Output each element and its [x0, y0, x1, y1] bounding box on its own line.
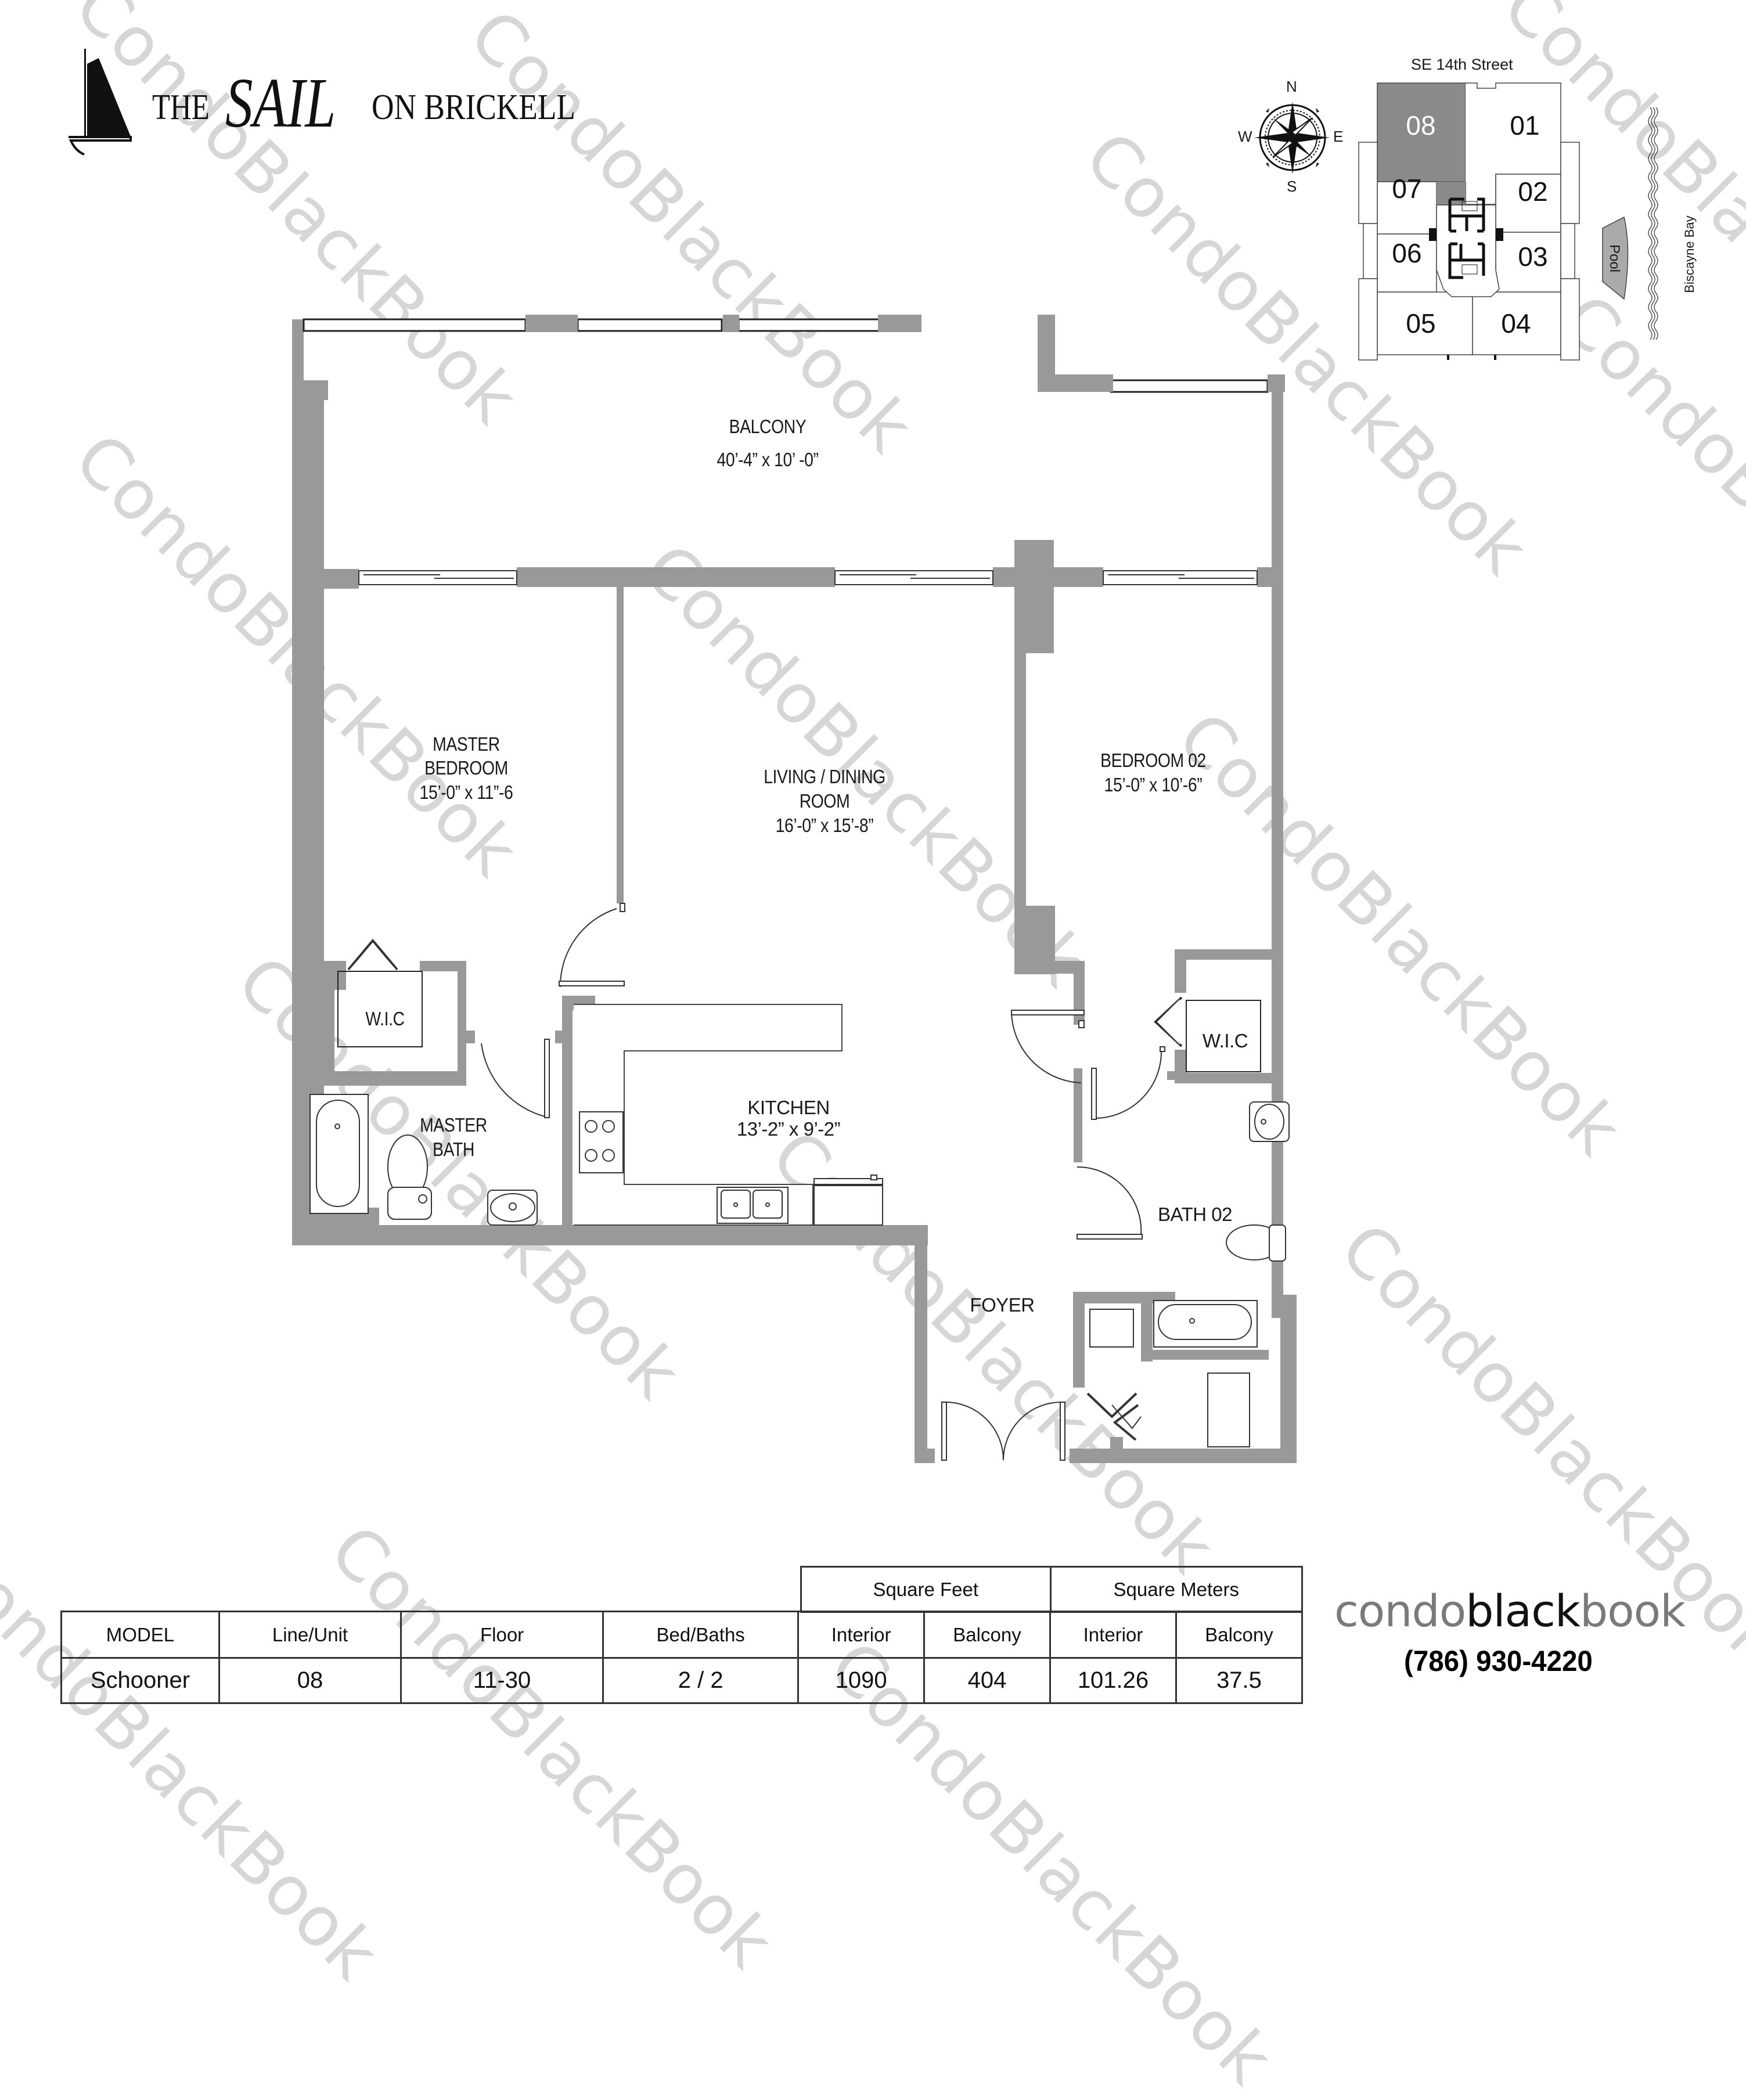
room-master-bath-name-2: BATH — [433, 1139, 474, 1160]
brand-part-3: book — [1579, 1585, 1686, 1637]
cell-floor: 11-30 — [400, 1657, 604, 1704]
unit-03-label[interactable]: 03 — [1518, 242, 1548, 272]
room-master-bath-name-1: MASTER — [420, 1114, 487, 1136]
wall — [1110, 1437, 1123, 1450]
table-row: Schooner 08 11-30 2 / 2 1090 404 101.26 … — [60, 1657, 1303, 1704]
sliding-doors — [358, 570, 1258, 585]
wall — [517, 567, 835, 587]
unit-05-label[interactable]: 05 — [1406, 308, 1436, 338]
room-living-name-1: LIVING / DINING — [764, 766, 885, 787]
room-master-bedroom-name-1: MASTER — [433, 733, 500, 755]
wall — [1167, 1071, 1178, 1080]
street-label: SE 14th Street — [1411, 56, 1513, 73]
wall — [525, 315, 578, 332]
wall — [1074, 961, 1085, 1025]
brand-part-2: black — [1466, 1585, 1581, 1637]
compass-w: W — [1238, 128, 1252, 145]
group-header-sqft: Square Feet — [800, 1566, 1052, 1613]
room-master-bedroom-dims: 15’-0” x 11”-6 — [419, 781, 513, 803]
wall — [1175, 949, 1186, 993]
room-balcony-name: BALCONY — [729, 416, 807, 437]
wall — [1280, 1295, 1297, 1463]
compass-e: E — [1333, 128, 1344, 145]
room-bedroom02-dims: 15’-0” x 10’-6” — [1104, 774, 1203, 795]
room-kitchen-name: KITCHEN — [747, 1097, 830, 1118]
room-living-name-2: ROOM — [799, 790, 850, 812]
wall — [324, 981, 334, 1080]
unit-04-label[interactable]: 04 — [1501, 308, 1531, 338]
cell-line-unit: 08 — [218, 1657, 402, 1704]
wall — [617, 587, 624, 903]
wall — [555, 1031, 564, 1043]
room-kitchen-dims: 13’-2” x 9’-2” — [736, 1118, 841, 1140]
wall — [915, 1449, 935, 1463]
logo-suffix: ON BRICKELL — [372, 88, 576, 127]
header-line-unit: Line/Unit — [218, 1611, 402, 1659]
wall — [1073, 1292, 1085, 1388]
cell-bed-baths: 2 / 2 — [602, 1657, 800, 1704]
header-bed-baths: Bed/Baths — [602, 1611, 800, 1659]
header-sqft-interior: Interior — [797, 1611, 926, 1659]
cell-sqm-interior: 101.26 — [1049, 1657, 1178, 1704]
wall — [1175, 1073, 1282, 1083]
header-model: MODEL — [60, 1611, 220, 1659]
wall — [1175, 949, 1282, 960]
spec-table-group-header: Square Feet Square Meters — [800, 1566, 1303, 1613]
wall — [878, 315, 921, 332]
wall — [1257, 567, 1283, 587]
wall — [304, 569, 359, 589]
logo-prefix: THE — [152, 88, 210, 127]
header-sqft-balcony: Balcony — [923, 1611, 1051, 1659]
header-sqm-balcony: Balcony — [1175, 1611, 1303, 1659]
room-wic-02: W.I.C — [1202, 1030, 1248, 1051]
room-master-bedroom-name-2: BEDROOM — [424, 757, 508, 779]
unit-01-label[interactable]: 01 — [1510, 110, 1540, 141]
cell-sqft-interior: 1090 — [797, 1657, 926, 1704]
cell-model: Schooner — [60, 1657, 220, 1704]
room-foyer: FOYER — [970, 1294, 1035, 1316]
unit-08-label[interactable]: 08 — [1406, 110, 1436, 141]
spec-table: MODEL Line/Unit Floor Bed/Baths Interior… — [60, 1611, 1303, 1704]
unit-07-label[interactable]: 07 — [1392, 174, 1422, 204]
wall — [324, 1071, 466, 1086]
glass-railings — [303, 318, 1269, 393]
room-bath02: BATH 02 — [1158, 1204, 1232, 1225]
keyplan-upper-outline — [1358, 82, 1658, 361]
wall — [292, 319, 304, 1242]
room-bedroom02-name: BEDROOM 02 — [1100, 750, 1206, 771]
cell-sqft-balcony: 404 — [923, 1657, 1051, 1704]
wall — [562, 996, 573, 1234]
wall — [1070, 1449, 1296, 1463]
brand-part-1: condo — [1334, 1585, 1466, 1637]
fixtures — [309, 903, 1290, 1461]
wall — [915, 1225, 927, 1463]
sailboat-icon — [69, 49, 132, 156]
wall — [1074, 1068, 1082, 1162]
phone-number[interactable]: (786) 930-4220 — [1404, 1645, 1593, 1677]
room-master-wic: W.I.C — [365, 1008, 405, 1029]
cell-sqm-balcony: 37.5 — [1175, 1657, 1303, 1704]
header-sqm-interior: Interior — [1049, 1611, 1178, 1659]
wall — [420, 961, 466, 971]
room-balcony-dims: 40’-4” x 10’ -0” — [717, 449, 819, 470]
compass-n: N — [1286, 78, 1297, 95]
wall — [458, 961, 466, 1086]
compass-rose-icon — [1254, 102, 1330, 174]
wall — [292, 1225, 928, 1245]
logo-main: SAIL — [225, 64, 336, 142]
wall — [723, 315, 739, 332]
group-header-sqm: Square Meters — [1049, 1566, 1303, 1613]
wall — [1014, 587, 1026, 915]
header-floor: Floor — [400, 1611, 604, 1659]
room-living-dims: 16’-0” x 15’-8” — [775, 815, 874, 836]
wall — [466, 1031, 475, 1043]
unit-02-label[interactable]: 02 — [1518, 176, 1548, 207]
unit-06-label[interactable]: 06 — [1392, 238, 1422, 268]
wall — [1038, 374, 1113, 392]
compass-s: S — [1287, 178, 1297, 195]
wall — [1141, 1292, 1153, 1361]
wall — [1141, 1350, 1269, 1360]
condoblackbook-logo: condoblackbook — [1334, 1585, 1686, 1637]
